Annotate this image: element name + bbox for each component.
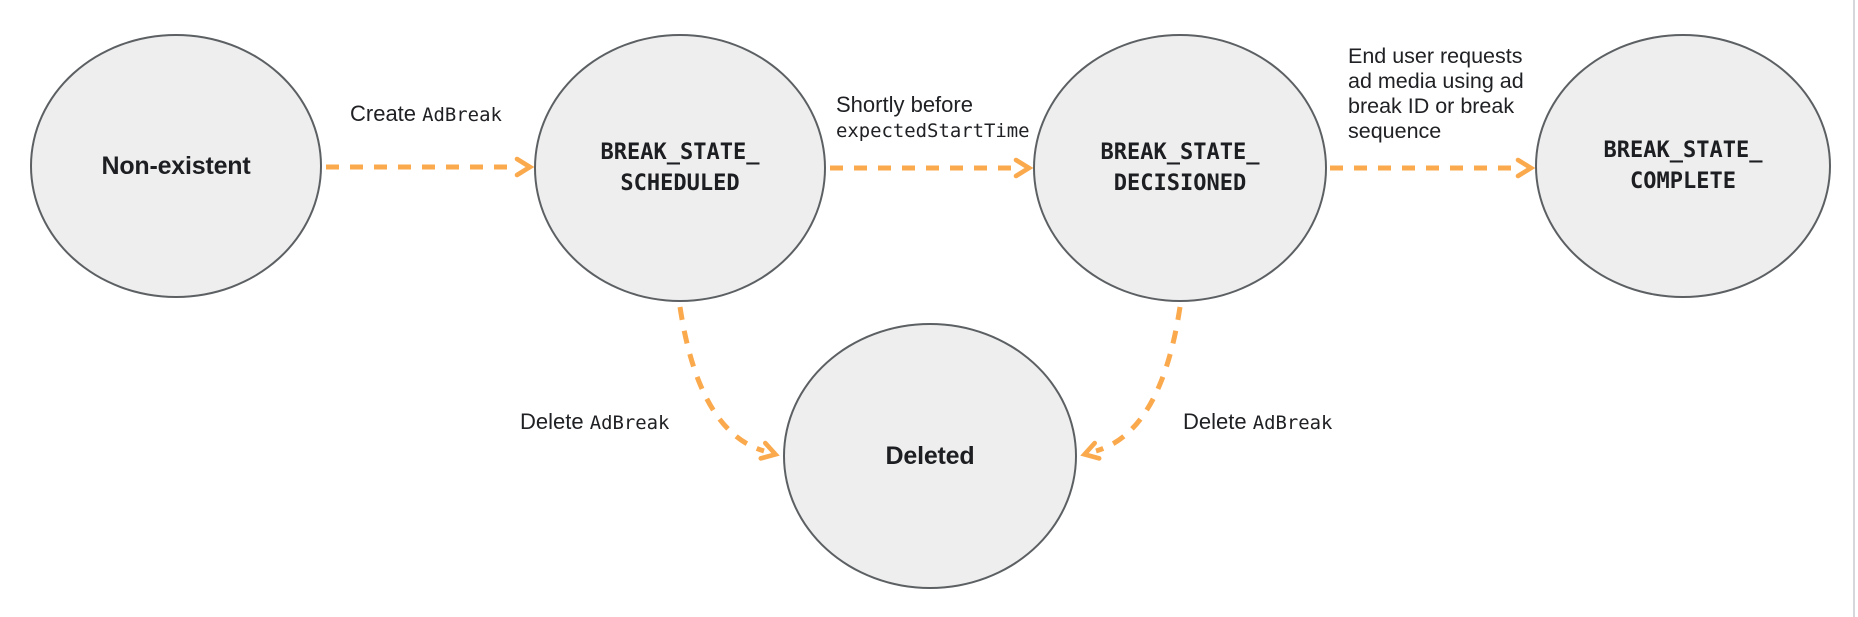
node-label: BREAK_STATE_COMPLETE bbox=[1603, 138, 1763, 194]
edge-delete-from-scheduled-arrow bbox=[677, 306, 780, 461]
edge-label-end-user-requests: End user requests ad media using ad brea… bbox=[1348, 44, 1524, 143]
edge-label-create-adbreak: Create AdBreak bbox=[350, 101, 502, 126]
state-node-break-state-decisioned: BREAK_STATE_DECISIONED bbox=[1033, 34, 1327, 302]
node-label: BREAK_STATE_SCHEDULED bbox=[600, 140, 760, 196]
node-label: Non-existent bbox=[101, 151, 251, 180]
edge-label-delete-adbreak-right: Delete AdBreak bbox=[1183, 409, 1333, 434]
state-node-deleted: Deleted bbox=[783, 323, 1077, 589]
page-edge-line bbox=[1853, 0, 1855, 617]
node-label: BREAK_STATE_DECISIONED bbox=[1100, 140, 1260, 196]
state-node-break-state-scheduled: BREAK_STATE_SCHEDULED bbox=[534, 34, 826, 302]
edge-label-shortly-before: Shortly before expectedStartTime bbox=[836, 92, 1030, 142]
edge-label-delete-adbreak-left: Delete AdBreak bbox=[520, 409, 670, 434]
state-node-non-existent: Non-existent bbox=[30, 34, 322, 298]
state-node-break-state-complete: BREAK_STATE_COMPLETE bbox=[1535, 34, 1831, 298]
node-label: Deleted bbox=[885, 441, 975, 470]
edge-delete-from-decisioned-arrow bbox=[1080, 306, 1183, 461]
